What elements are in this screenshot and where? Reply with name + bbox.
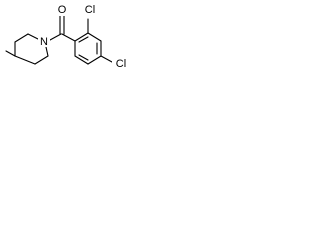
oxygen-label-bg bbox=[56, 4, 68, 16]
oxygen-label: O bbox=[58, 4, 67, 16]
chlorine-ortho-label-bg bbox=[81, 4, 97, 17]
bond-ring-c5-c6 bbox=[74, 55, 89, 65]
bond-ring-c2-c3 bbox=[87, 32, 102, 42]
bond-pip-c6-c5 bbox=[34, 55, 49, 65]
bond-ring-inner-3 bbox=[78, 54, 89, 61]
bond-pip-c3-c2 bbox=[14, 33, 29, 43]
structure-drawing: N O Cl Cl bbox=[5, 4, 130, 70]
bond-ring-c1-c2 bbox=[74, 32, 89, 42]
bond-pip-c5-c4 bbox=[14, 55, 36, 65]
chlorine-ortho-label: Cl bbox=[85, 4, 95, 16]
chlorine-para-label-bg bbox=[112, 57, 130, 70]
bond-pip-c2-n bbox=[27, 33, 39, 40]
chemical-structure: N O Cl Cl bbox=[0, 0, 146, 74]
chlorine-para-label: Cl bbox=[116, 58, 126, 70]
bond-pip-n-c6 bbox=[45, 46, 49, 57]
nitrogen-label-bg bbox=[38, 35, 50, 47]
bond-ring-c4-c5 bbox=[87, 55, 102, 65]
bond-para-cl bbox=[100, 55, 113, 63]
nitrogen-label: N bbox=[40, 36, 48, 48]
bond-n-carbonyl bbox=[49, 33, 62, 41]
bond-carbonyl-aryl bbox=[61, 33, 76, 42]
bond-ring-inner-1 bbox=[78, 36, 89, 43]
bond-methyl bbox=[5, 50, 16, 57]
